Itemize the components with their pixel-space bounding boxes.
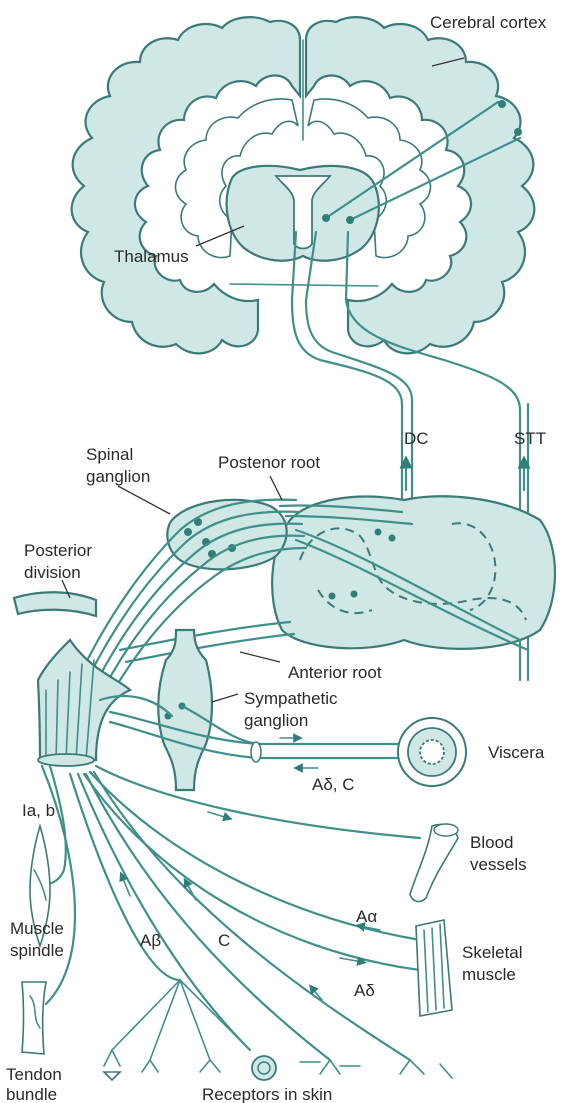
thalamic-neuron-1 [322,214,330,222]
brain-section [72,17,535,353]
label-spinal-ganglion-line1: Spinal [86,445,133,464]
label-a-delta: Aδ [354,981,375,1000]
skeletal-muscle [416,920,452,1016]
label-receptors-in-skin: Receptors in skin [202,1085,332,1103]
label-thalamus: Thalamus [114,247,189,266]
label-a-beta: Aβ [140,931,161,950]
label-sympathetic-ganglion-line1: Sympathetic [244,689,338,708]
label-a-alpha: Aα [356,907,377,926]
peripheral-fibres [42,766,452,1080]
cortical-neuron-2 [514,128,522,136]
label-tendon-bundle-line2: bundle [6,1085,57,1103]
spinal-nerve-trunk [38,640,130,766]
label-blood-vessels-line1: Blood [470,833,513,852]
blood-vessel [410,824,458,901]
label-posterior-root: Postenor root [218,453,320,472]
label-muscle-spindle-line2: spindle [10,941,64,960]
label-posterior-division-line1: Posterior [24,541,92,560]
label-skeletal-muscle-line1: Skeletal [462,943,522,962]
label-cerebral-cortex: Cerebral cortex [430,13,547,32]
label-blood-vessels-line2: vessels [470,855,527,874]
tendon-bundle [22,982,46,1054]
label-tendon-bundle-line1: Tendon [6,1065,62,1084]
label-skeletal-muscle-line2: muscle [462,965,516,984]
spinal-cord [272,496,555,650]
label-posterior-division-line2: division [24,563,81,582]
label-a-delta-c: Aδ, C [312,775,355,794]
thalamic-neuron-2 [346,216,354,224]
label-stt: STT [514,429,546,448]
label-sympathetic-ganglion-line2: ganglion [244,711,308,730]
label-muscle-spindle-line1: Muscle [10,919,64,938]
spinal-cord-section [272,496,555,649]
viscera-organ [398,718,466,786]
label-dc: DC [404,429,429,448]
label-c: C [218,931,230,950]
label-anterior-root: Anterior root [288,663,382,682]
label-spinal-ganglion-line2: ganglion [86,467,150,486]
label-viscera: Viscera [488,743,545,762]
cortical-neuron-1 [498,100,506,108]
label-ia-b: Ia, b [22,801,55,820]
posterior-division [14,592,96,616]
